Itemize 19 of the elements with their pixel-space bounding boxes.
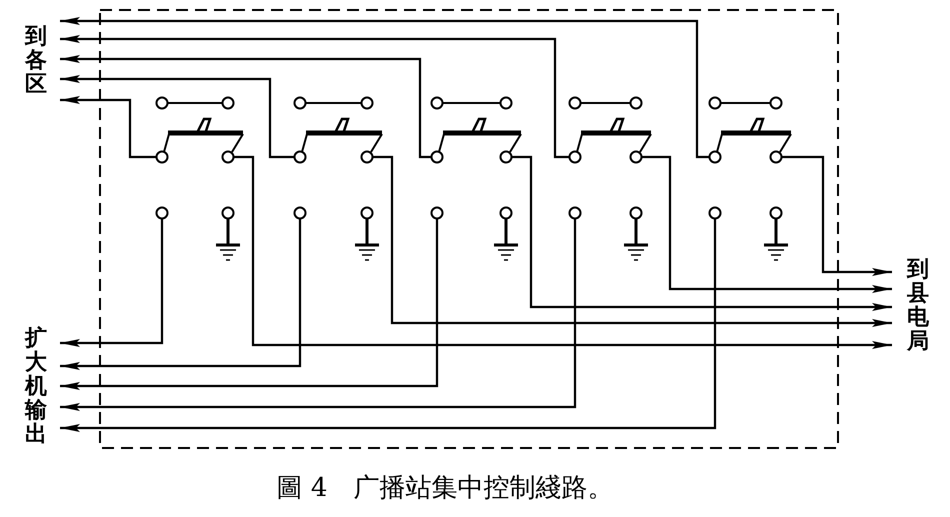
wire-arrow	[60, 75, 294, 158]
wire-arrow	[60, 218, 302, 370]
destination-label: 到各区	[12, 12, 60, 108]
wire-arrow	[512, 156, 892, 311]
caption: 圖 4 广播站集中控制綫路。	[276, 473, 614, 503]
wire-arrow	[60, 218, 438, 390]
wire-arrow	[642, 156, 892, 293]
wire-arrow	[60, 218, 576, 411]
destination-label: 到县电局	[892, 245, 944, 365]
wire-arrow	[60, 218, 716, 432]
wire-arrow	[60, 96, 156, 158]
source-label: 扩大机输出	[12, 326, 60, 446]
wire-arrow	[234, 156, 892, 349]
wire-arrow	[60, 17, 710, 158]
wire-arrow	[372, 156, 892, 327]
wire-arrow	[782, 156, 892, 276]
wire-arrow	[60, 218, 164, 347]
wire-arrow	[60, 35, 570, 158]
wire-arrow	[60, 55, 432, 158]
